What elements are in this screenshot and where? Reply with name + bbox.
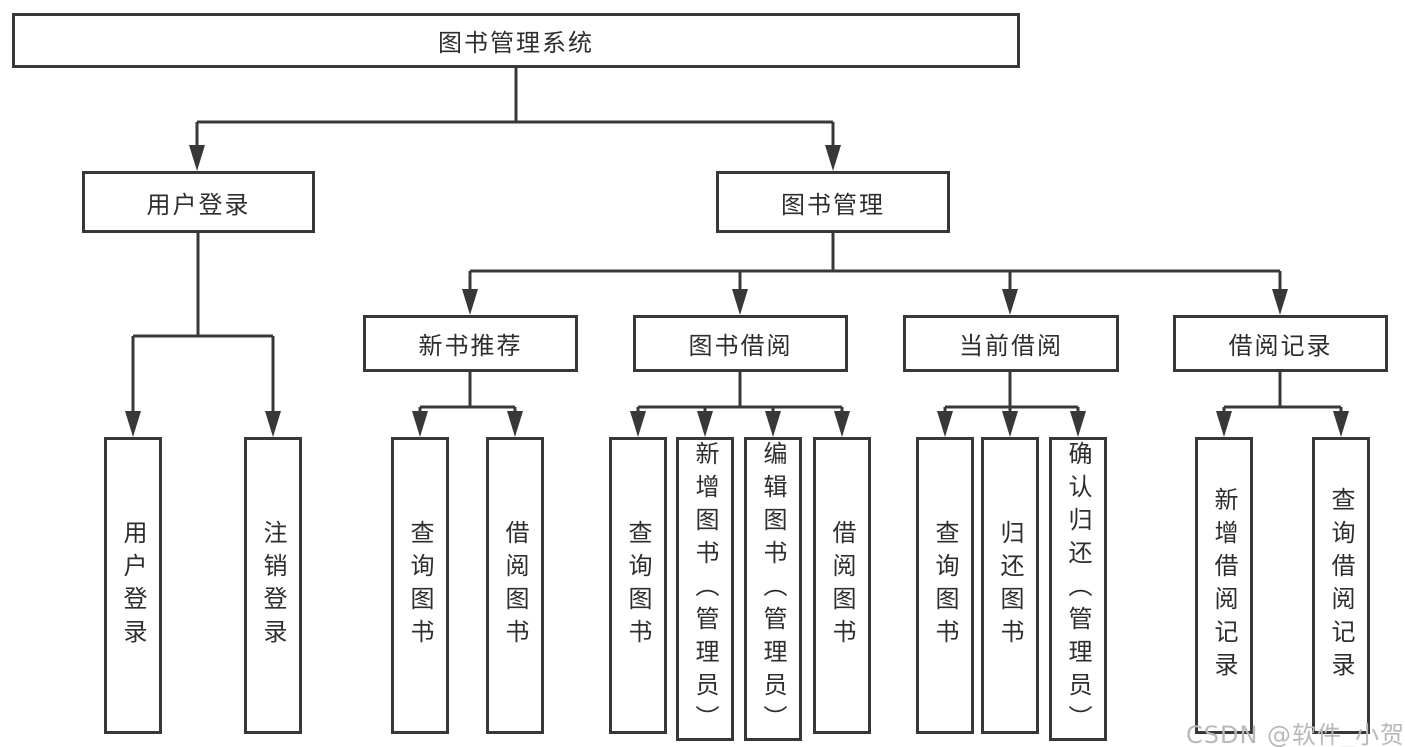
node-root-system: 图书管理系统 (12, 13, 1020, 68)
leaf-query-books: 查询图书 (916, 437, 974, 734)
node-label: 图书管理系统 (438, 29, 594, 57)
arrow-icon (825, 145, 841, 171)
leaf-label: 查询图书 (406, 519, 434, 652)
leaf-label: 新增借阅记录 (1210, 486, 1238, 685)
leaf-borrow-books: 借阅图书 (486, 437, 544, 734)
leaf-label: 注销登录 (259, 519, 287, 652)
node-label: 图书借阅 (688, 332, 793, 360)
arrow-icon (1002, 289, 1018, 315)
arrow-icon (462, 289, 478, 315)
leaf-edit-books-admin: 编辑图书（管理员） (744, 437, 802, 741)
leaf-logout: 注销登录 (244, 437, 302, 734)
leaf-label: 查询借阅记录 (1327, 486, 1355, 685)
arrow-icon (1216, 411, 1232, 437)
leaf-borrow-books: 借阅图书 (813, 437, 871, 734)
arrow-icon (1070, 411, 1086, 437)
leaf-query-borrow-record: 查询借阅记录 (1312, 437, 1370, 734)
arrow-icon (507, 411, 523, 437)
arrow-icon (1333, 411, 1349, 437)
arrow-icon (125, 411, 141, 437)
leaf-return-books: 归还图书 (981, 437, 1039, 734)
node-label: 借阅记录 (1228, 332, 1333, 360)
leaf-label: 归还图书 (996, 519, 1024, 652)
arrow-icon (834, 411, 850, 437)
node-label: 用户登录 (146, 190, 251, 219)
leaf-label: 编辑图书（管理员） (759, 440, 787, 738)
arrow-icon (265, 411, 281, 437)
node-label: 当前借阅 (959, 332, 1063, 360)
node-new-book-recommend: 新书推荐 (363, 315, 578, 372)
node-label: 图书管理 (781, 190, 885, 219)
arrow-icon (765, 411, 781, 437)
leaf-confirm-return-admin: 确认归还（管理员） (1049, 437, 1107, 741)
arrow-icon (937, 411, 953, 437)
leaf-add-books-admin: 新增图书（管理员） (676, 437, 734, 741)
arrow-icon (697, 411, 713, 437)
arrow-icon (189, 145, 205, 171)
leaf-query-books: 查询图书 (391, 437, 449, 734)
leaf-label: 新增图书（管理员） (691, 440, 719, 738)
leaf-label: 用户登录 (119, 519, 147, 652)
node-book-management: 图书管理 (716, 171, 950, 233)
arrow-icon (1272, 289, 1288, 315)
node-label: 新书推荐 (418, 332, 523, 360)
arrow-icon (1002, 411, 1018, 437)
arrow-icon (630, 411, 646, 437)
node-user-login: 用户登录 (82, 171, 315, 233)
leaf-add-borrow-record: 新增借阅记录 (1195, 437, 1253, 734)
leaf-label: 借阅图书 (501, 519, 529, 652)
node-book-borrowing: 图书借阅 (633, 315, 848, 372)
watermark: CSDN @软件_小贺同学 (1186, 721, 1405, 747)
leaf-user-login: 用户登录 (104, 437, 162, 734)
leaf-label: 查询图书 (624, 519, 652, 652)
leaf-label: 查询图书 (931, 519, 959, 652)
node-current-borrowing: 当前借阅 (903, 315, 1119, 372)
arrow-icon (732, 289, 748, 315)
node-borrow-records: 借阅记录 (1173, 315, 1388, 372)
leaf-label: 确认归还（管理员） (1064, 440, 1092, 738)
leaf-label: 借阅图书 (828, 519, 856, 652)
arrow-icon (412, 411, 428, 437)
leaf-query-books: 查询图书 (609, 437, 667, 734)
